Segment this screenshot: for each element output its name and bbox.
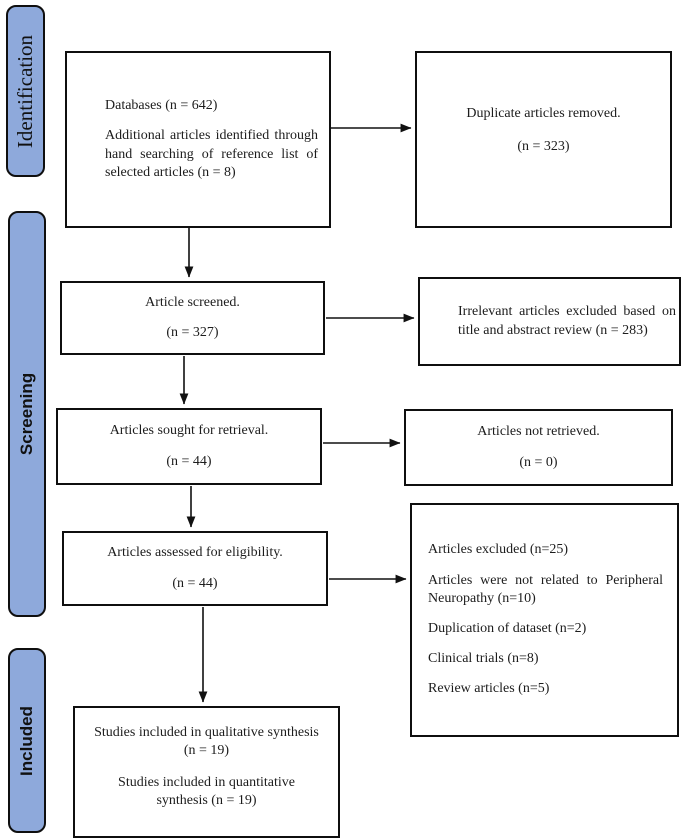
irrelevant-excluded-box: Irrelevant articles excluded based on ti… xyxy=(418,277,681,366)
sought-retrieval-box: Articles sought for retrieval. (n = 44) xyxy=(56,408,322,485)
excluded-duplication-text: Duplication of dataset (n=2) xyxy=(428,621,587,636)
stage-label-included-text: Included xyxy=(17,705,36,776)
quantitative-synthesis-text: Studies included in quantitative synthes… xyxy=(118,775,295,809)
not-retrieved-count: (n = 0) xyxy=(519,454,558,470)
assessed-eligibility-title: Articles assessed for eligibility. xyxy=(107,545,283,561)
not-retrieved-box: Articles not retrieved. (n = 0) xyxy=(404,409,673,486)
stage-label-screening: Screening xyxy=(8,211,46,617)
identification-records-box: Databases (n = 642) Additional articles … xyxy=(65,51,331,228)
databases-count-text: Databases (n = 642) xyxy=(105,98,218,114)
articles-screened-title: Article screened. xyxy=(145,294,240,310)
duplicates-removed-box: Duplicate articles removed. (n = 323) xyxy=(415,51,672,228)
stage-label-identification-text: Identification xyxy=(13,34,37,148)
duplicates-removed-title: Duplicate articles removed. xyxy=(466,106,621,122)
irrelevant-excluded-text: Irrelevant articles excluded based on ti… xyxy=(458,304,676,338)
articles-screened-box: Article screened. (n = 327) xyxy=(60,281,325,355)
sought-retrieval-count: (n = 44) xyxy=(166,453,212,469)
sought-retrieval-title: Articles sought for retrieval. xyxy=(109,423,269,439)
excluded-review-articles-text: Review articles (n=5) xyxy=(428,681,550,697)
additional-articles-text: Additional articles identified through h… xyxy=(105,128,318,180)
included-studies-box: Studies included in qualitative synthesi… xyxy=(73,706,340,838)
stage-label-identification: Identification xyxy=(6,5,45,177)
stage-label-included: Included xyxy=(8,648,46,833)
stage-label-screening-text: Screening xyxy=(17,372,37,456)
assessed-eligibility-count: (n = 44) xyxy=(172,575,218,591)
excluded-total-text: Articles excluded (n=25) xyxy=(428,542,569,558)
excluded-not-related-text: Articles were not related to Peripheral … xyxy=(428,572,663,606)
assessed-eligibility-box: Articles assessed for eligibility. (n = … xyxy=(62,531,328,606)
duplicates-removed-count: (n = 323) xyxy=(517,138,570,154)
excluded-reasons-box: Articles excluded (n=25) Articles were n… xyxy=(410,503,679,737)
excluded-clinical-trials-text: Clinical trials (n=8) xyxy=(428,651,539,667)
not-retrieved-title: Articles not retrieved. xyxy=(477,424,600,440)
articles-screened-count: (n = 327) xyxy=(166,325,219,340)
qualitative-synthesis-text: Studies included in qualitative synthesi… xyxy=(94,724,319,758)
